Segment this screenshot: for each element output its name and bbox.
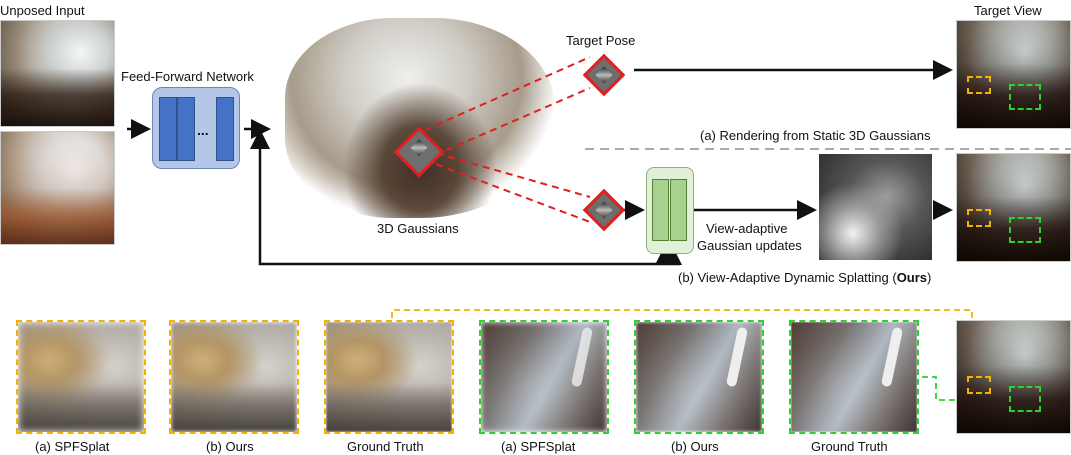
yellow-region-marker xyxy=(967,376,991,394)
view-adaptive-label-line2: Gaussian updates xyxy=(697,238,802,253)
pose-line-2 xyxy=(435,88,590,155)
crop-yellow-spfsplat xyxy=(16,320,146,434)
update-layer-2 xyxy=(670,179,687,241)
crop-green-ours xyxy=(634,320,764,434)
crop-caption-4: (a) SPFSplat xyxy=(501,439,575,454)
dynamic-splatting-caption: (b) View-Adaptive Dynamic Splatting (Our… xyxy=(678,270,931,285)
crop-caption-3: Ground Truth xyxy=(347,439,424,454)
crop-green-ground-truth xyxy=(789,320,919,434)
ours-emphasis: Ours xyxy=(897,270,927,285)
crop-caption-5: (b) Ours xyxy=(671,439,719,454)
yellow-region-marker xyxy=(967,76,991,94)
target-view-static xyxy=(956,20,1071,129)
view-adaptive-label-line1: View-adaptive xyxy=(706,221,787,236)
update-layer-1 xyxy=(652,179,669,241)
yellow-region-marker xyxy=(967,209,991,227)
crop-green-spfsplat xyxy=(479,320,609,434)
green-region-marker xyxy=(1009,386,1041,412)
target-view-ours xyxy=(956,153,1071,262)
gaussian-update-render xyxy=(819,154,932,260)
pose-line-4 xyxy=(425,160,590,222)
static-rendering-caption: (a) Rendering from Static 3D Gaussians xyxy=(700,128,930,143)
target-view-ground-truth xyxy=(956,320,1071,434)
crop-caption-2: (b) Ours xyxy=(206,439,254,454)
crop-caption-1: (a) SPFSplat xyxy=(35,439,109,454)
view-adaptive-update-block xyxy=(646,167,694,254)
crop-yellow-ground-truth xyxy=(324,320,454,434)
crop-yellow-ours xyxy=(169,320,299,434)
pose-line-1 xyxy=(425,57,590,130)
crop-caption-6: Ground Truth xyxy=(811,439,888,454)
green-region-marker xyxy=(1009,217,1041,243)
green-region-marker xyxy=(1009,84,1041,110)
